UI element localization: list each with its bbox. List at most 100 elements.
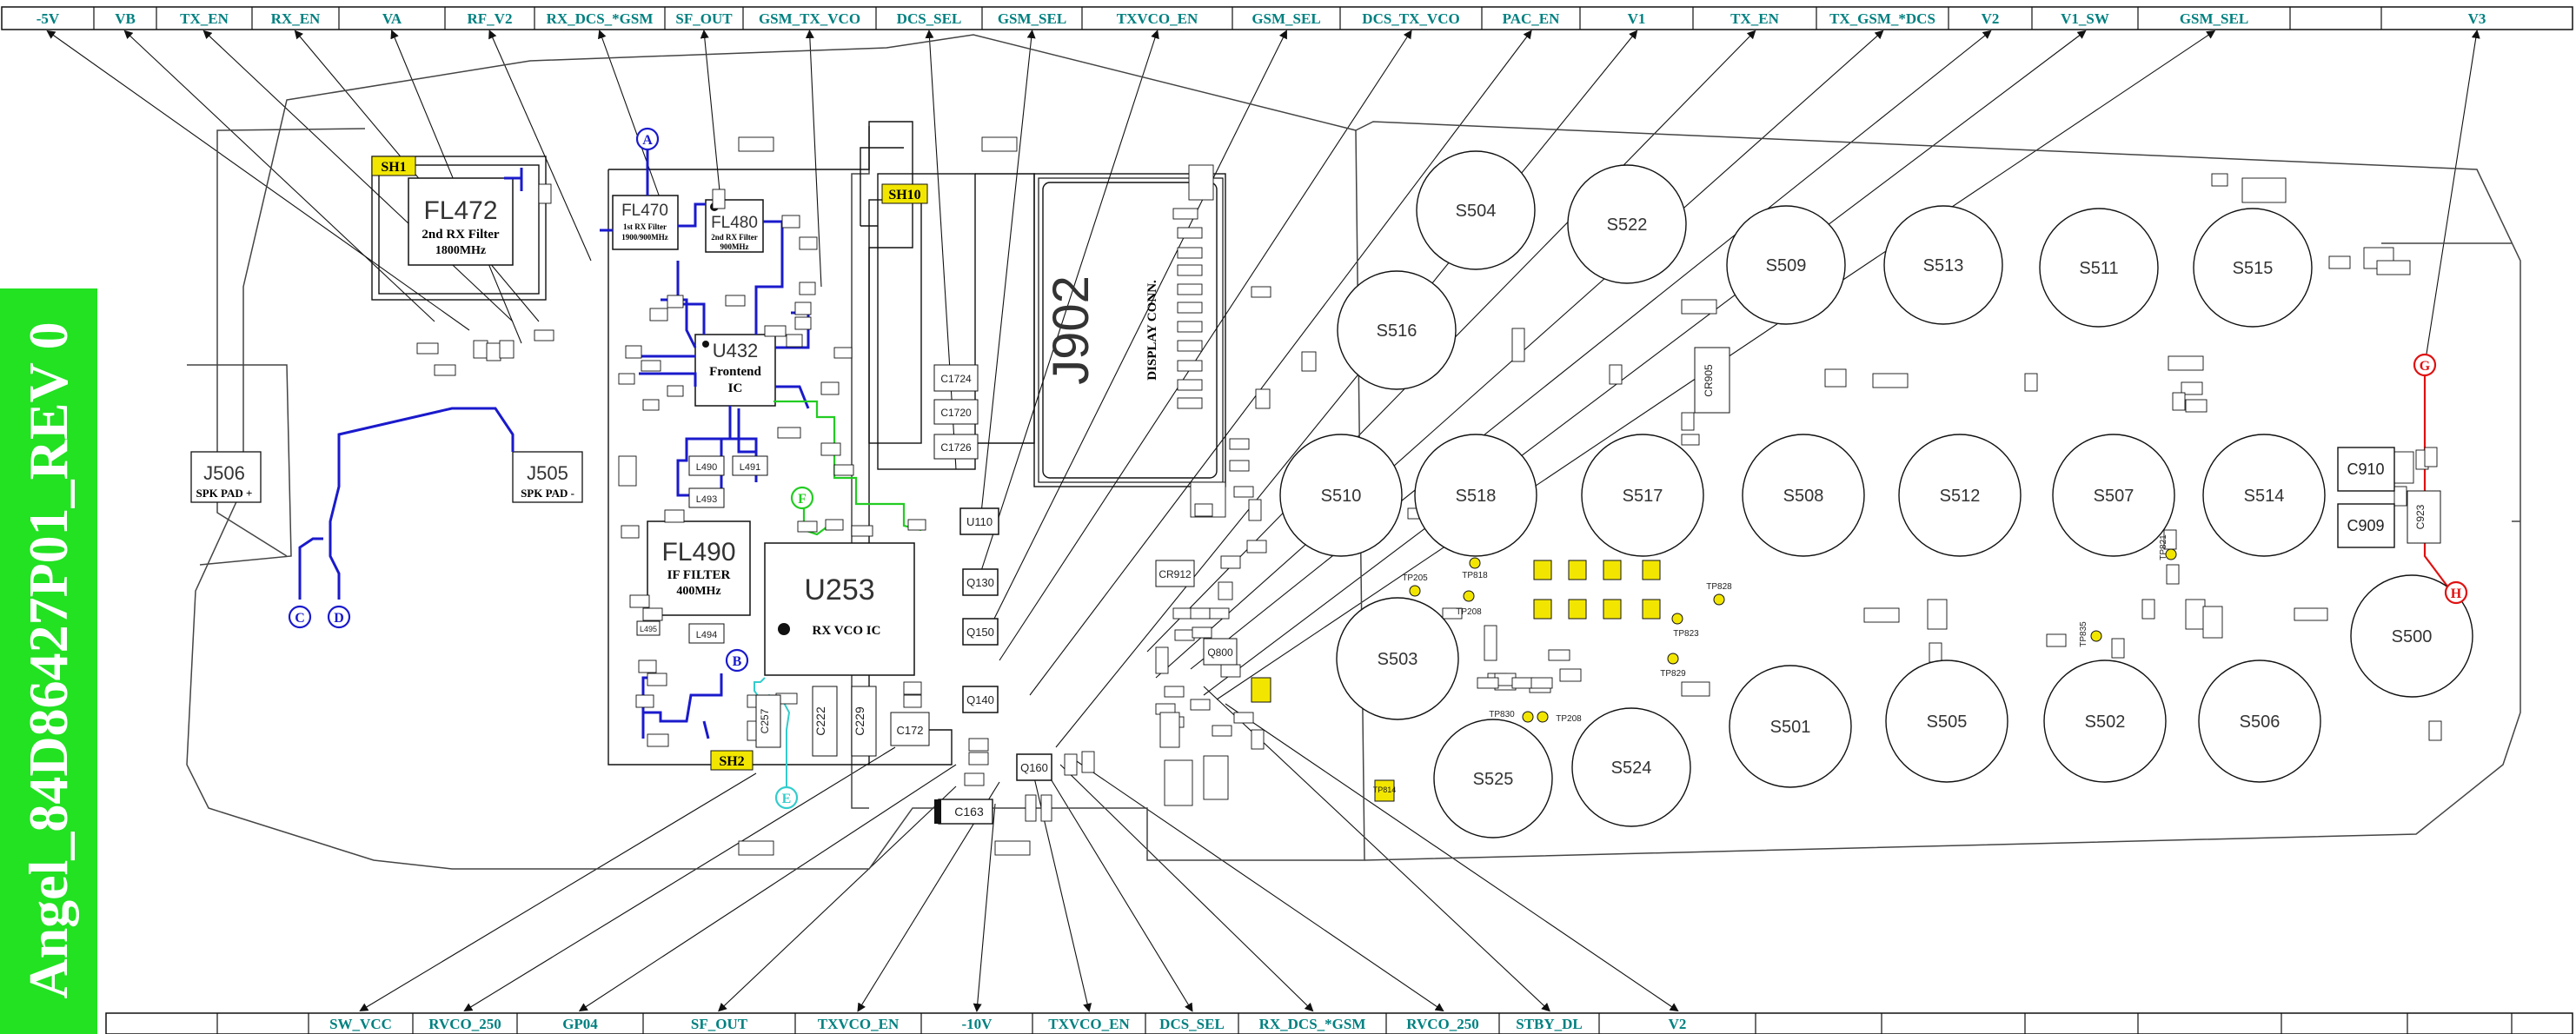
smd-component — [1177, 321, 1203, 333]
smd-component — [786, 334, 803, 348]
svg-text:S518: S518 — [1456, 487, 1497, 506]
leader-line — [1190, 30, 1992, 670]
svg-text:Q160: Q160 — [1020, 761, 1048, 774]
svg-text:S500: S500 — [2392, 627, 2433, 646]
smd-component — [618, 455, 637, 487]
smd-component — [712, 189, 726, 209]
shield-tag-sh10: SH10 — [881, 183, 928, 204]
switch-s510: S510 — [1279, 434, 1403, 557]
svg-text:J902: J902 — [1043, 275, 1099, 385]
bottom-signal-label: RVCO_250 — [428, 1016, 501, 1032]
smd-component — [1927, 599, 1948, 630]
sh1-label: SH1 — [381, 160, 406, 175]
smd-component — [1863, 607, 1900, 623]
svg-text:S510: S510 — [1321, 487, 1362, 506]
svg-text:FL470: FL470 — [621, 202, 668, 220]
smd-component — [638, 660, 657, 673]
part-c229: C229 — [851, 686, 877, 757]
switch-s508: S508 — [1742, 434, 1865, 557]
part-q800: Q800 — [1203, 638, 1238, 666]
smd-component — [1177, 360, 1203, 372]
switch-s506: S506 — [2198, 660, 2321, 783]
pad-j505: J505 SPK PAD - — [512, 451, 583, 503]
smd-component — [907, 519, 926, 531]
smd-component — [1203, 755, 1229, 800]
top-signal-label: SF_OUT — [675, 10, 733, 27]
leader-line — [488, 30, 592, 262]
smd-component — [1233, 712, 1254, 724]
smd-component — [1681, 681, 1710, 697]
smd-component — [1220, 555, 1241, 569]
top-signal-label: DCS_TX_VCO — [1362, 10, 1459, 27]
smd-component — [777, 427, 801, 439]
svg-text:TP818: TP818 — [1462, 571, 1488, 580]
smd-component — [647, 733, 669, 747]
switch-s515: S515 — [2193, 208, 2313, 328]
smd-component — [799, 282, 816, 295]
svg-text:S505: S505 — [1927, 713, 1968, 732]
switch-s511: S511 — [2039, 208, 2159, 328]
filter-fl470: FL470 1st RX Filter 1900/900MHz — [612, 195, 679, 250]
svg-text:CR905: CR905 — [1703, 364, 1715, 397]
smd-component — [1824, 368, 1847, 388]
switch-s502: S502 — [2043, 660, 2167, 783]
svg-text:IC: IC — [728, 381, 743, 395]
smd-component — [635, 694, 654, 708]
smd-component — [621, 525, 640, 539]
svg-text:S502: S502 — [2085, 713, 2126, 732]
smd-component — [1220, 664, 1241, 678]
svg-text:L491: L491 — [740, 462, 760, 473]
marker-d: D — [327, 605, 351, 629]
smd-component — [1177, 379, 1203, 391]
smd-component — [794, 302, 812, 315]
smd-component — [664, 509, 685, 523]
switch-s509: S509 — [1726, 205, 1846, 325]
svg-text:C163: C163 — [954, 805, 984, 819]
top-signal-label: RX_DCS_*GSM — [547, 10, 654, 27]
part-q130: Q130 — [962, 568, 999, 596]
smd-component — [2294, 607, 2328, 621]
smd-component — [642, 399, 660, 411]
top-signal-label: V3 — [2468, 10, 2486, 27]
svg-text:2nd RX Filter: 2nd RX Filter — [422, 228, 500, 242]
leader-line — [1046, 772, 1193, 1012]
smd-component — [1177, 397, 1203, 409]
part-c910: C910 — [2337, 447, 2395, 492]
ic-u253: U253 RX VCO IC — [764, 542, 915, 676]
svg-text:1st RX Filter: 1st RX Filter — [623, 222, 667, 231]
smd-component — [903, 694, 922, 708]
red-trace — [2423, 374, 2452, 592]
smd-component — [1511, 677, 1534, 689]
part-q160: Q160 — [1016, 753, 1052, 781]
svg-text:C1726: C1726 — [940, 441, 972, 454]
svg-text:SPK PAD -: SPK PAD - — [521, 487, 574, 500]
top-signal-label: RX_EN — [271, 10, 321, 27]
svg-text:FL490: FL490 — [661, 538, 735, 567]
smd-component — [1192, 626, 1212, 639]
smd-component — [1681, 299, 1717, 315]
part-c923: C923 — [2407, 490, 2441, 544]
smd-component — [1233, 486, 1254, 498]
svg-text:C257: C257 — [759, 708, 771, 733]
top-signal-label: DCS_SEL — [897, 10, 962, 27]
sh10-label: SH10 — [888, 188, 920, 202]
switch-s518: S518 — [1414, 434, 1537, 557]
bottom-signal-label: SF_OUT — [691, 1016, 748, 1032]
part-l491: L491 — [732, 455, 768, 476]
smd-component — [1177, 227, 1203, 239]
smd-component — [1929, 642, 1942, 663]
leader-line — [359, 772, 757, 1012]
svg-text:L493: L493 — [696, 494, 717, 505]
switch-s501: S501 — [1729, 665, 1852, 788]
smd-component — [625, 345, 642, 359]
shield-tag-sh2: SH2 — [710, 750, 754, 771]
smd-component — [649, 308, 668, 321]
switch-s516: S516 — [1337, 270, 1457, 390]
svg-text:TP208: TP208 — [1456, 607, 1482, 617]
svg-text:TP814: TP814 — [1373, 785, 1397, 794]
part-c909: C909 — [2337, 503, 2395, 548]
part-q140: Q140 — [962, 686, 999, 713]
svg-text:Q150: Q150 — [966, 626, 994, 639]
svg-text:RX VCO IC: RX VCO IC — [813, 624, 881, 638]
top-signal-label: VA — [382, 10, 402, 27]
